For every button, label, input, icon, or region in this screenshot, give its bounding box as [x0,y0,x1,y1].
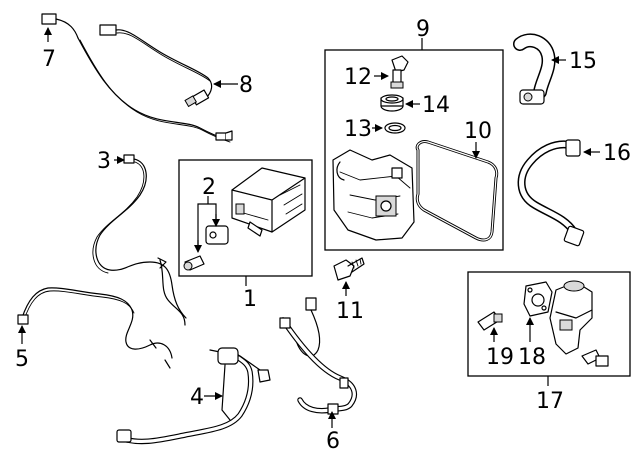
part-15-hose [513,33,556,105]
part-12-fitting [390,55,409,89]
part-9-module [332,149,415,241]
callout-2: 2 [202,175,216,200]
part-8-oxygen-sensor [99,24,213,108]
callout-6: 6 [326,429,340,454]
part-19-sensor [477,311,503,331]
part-5-harness [17,259,186,369]
part-16-tube [517,139,585,247]
callout-8: 8 [239,73,253,98]
part-7-sensor-connector [41,13,233,143]
callout-18: 18 [518,345,546,370]
part-18-gasket [523,281,553,317]
callout-11: 11 [336,299,364,324]
part-9-box [324,49,504,251]
callout-4: 4 [190,385,204,410]
part-1-canister [231,167,306,237]
callout-12: 12 [344,65,372,90]
callout-3: 3 [97,149,111,174]
callout-14: 14 [422,93,450,118]
part-13-o-ring [384,122,406,134]
part-6-tube [279,297,358,415]
callout-5: 5 [15,347,29,372]
part-17-bolt [581,349,609,367]
callout-10: 10 [464,119,492,144]
leader-lines [18,27,600,428]
part-3-harness [92,154,187,319]
callout-17: 17 [536,389,564,414]
callout-16: 16 [603,141,631,166]
part-17-valve [549,280,593,355]
callout-1: 1 [243,287,257,312]
callout-numbers: 1 2 3 4 5 6 7 8 9 10 11 12 13 14 15 16 1… [15,17,631,454]
part-17-box [467,271,631,377]
callout-7: 7 [42,47,56,72]
callout-13: 13 [344,117,372,142]
part-10-gasket [415,140,499,242]
part-11-bolt [333,257,365,281]
callout-19: 19 [486,345,514,370]
part-4-tube [116,347,271,445]
part-14-seal [380,94,404,112]
part-2-valve [183,225,229,271]
callout-15: 15 [569,49,597,74]
callout-9: 9 [416,17,430,42]
